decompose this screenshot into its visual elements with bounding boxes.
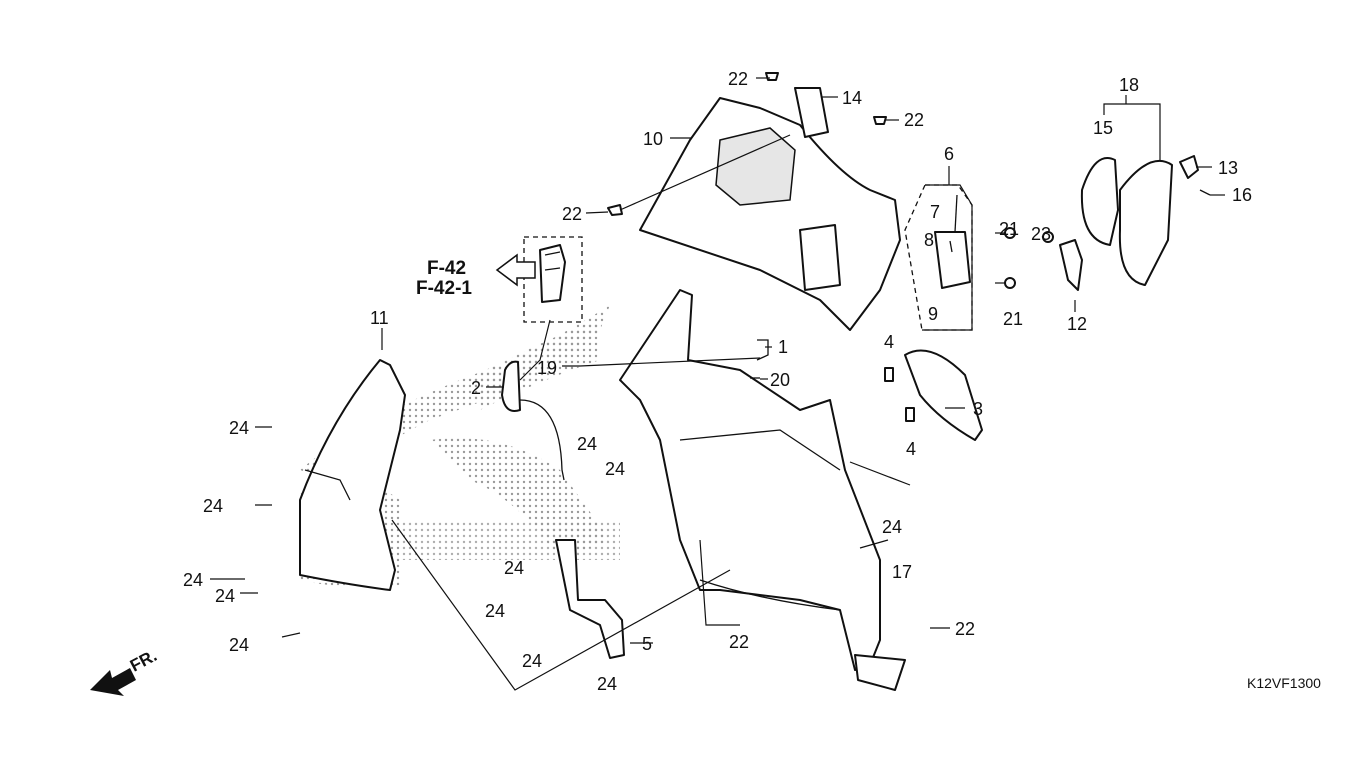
- callout-5[interactable]: 5: [642, 634, 652, 654]
- part-inner-upper-cover: [639, 87, 901, 331]
- callout-22-right[interactable]: 22: [904, 110, 924, 130]
- front-direction-arrow-icon: [90, 668, 136, 696]
- callout-9[interactable]: 9: [928, 304, 938, 324]
- callout-21-lower[interactable]: 21: [1003, 309, 1023, 329]
- callout-15[interactable]: 15: [1093, 118, 1113, 138]
- callout-24-e[interactable]: 24: [229, 635, 249, 655]
- reference-label-f42-1[interactable]: F-42-1: [416, 278, 472, 299]
- callout-24-c[interactable]: 24: [183, 570, 203, 590]
- part-inner-lower-panel: [619, 289, 906, 691]
- callout-4-upper[interactable]: 4: [884, 332, 894, 352]
- callout-21-upper[interactable]: 21: [999, 219, 1019, 239]
- part-5-bracket: [555, 539, 625, 659]
- callout-24-i[interactable]: 24: [504, 558, 524, 578]
- callout-19[interactable]: 19: [537, 358, 557, 378]
- reference-dashed-box: [523, 236, 583, 323]
- callout-22-top[interactable]: 22: [728, 69, 748, 89]
- callout-4-lower[interactable]: 4: [906, 439, 916, 459]
- callout-24-g[interactable]: 24: [605, 459, 625, 479]
- callout-11[interactable]: 11: [370, 308, 389, 328]
- reference-label-f42[interactable]: F-42: [427, 258, 466, 279]
- callout-23[interactable]: 23: [1031, 224, 1051, 244]
- callout-24-b[interactable]: 24: [203, 496, 223, 516]
- reference-arrow-icon: [495, 253, 536, 287]
- callout-16[interactable]: 16: [1232, 185, 1252, 205]
- leader-lines: [210, 77, 1225, 691]
- callout-numbers: 1 2 3 4 4 5 6 7 8 9 10 11 12 13 14 15 16…: [183, 69, 1252, 694]
- callout-10[interactable]: 10: [643, 129, 663, 149]
- reference-component: [539, 244, 566, 303]
- part-2-wire: [501, 360, 565, 481]
- callout-24-j[interactable]: 24: [485, 601, 505, 621]
- callout-24-k[interactable]: 24: [522, 651, 542, 671]
- callout-12[interactable]: 12: [1067, 314, 1087, 334]
- part-6-switch-assembly: [934, 194, 971, 289]
- callout-6[interactable]: 6: [944, 144, 954, 164]
- callout-18[interactable]: 18: [1119, 75, 1139, 95]
- callout-2[interactable]: 2: [471, 378, 481, 398]
- callout-24-a[interactable]: 24: [229, 418, 249, 438]
- callout-13[interactable]: 13: [1218, 158, 1238, 178]
- callout-14[interactable]: 14: [842, 88, 862, 108]
- callout-24-f[interactable]: 24: [577, 434, 597, 454]
- callout-24-d[interactable]: 24: [215, 586, 235, 606]
- diagram-code: K12VF1300: [1247, 675, 1321, 691]
- front-marker-label: FR.: [127, 646, 160, 676]
- callout-22-bottom-right[interactable]: 22: [955, 619, 975, 639]
- part-side-cover: [299, 359, 406, 591]
- callout-20[interactable]: 20: [770, 370, 790, 390]
- callout-24-h[interactable]: 24: [882, 517, 902, 537]
- callout-24-l[interactable]: 24: [597, 674, 617, 694]
- callout-3[interactable]: 3: [973, 399, 983, 419]
- part-6-dashed-frame: [904, 184, 973, 331]
- part-3-panel: [884, 349, 983, 441]
- callout-8[interactable]: 8: [924, 230, 934, 250]
- callout-7[interactable]: 7: [930, 202, 940, 222]
- part-15-18-cover: [1080, 157, 1173, 286]
- callout-22-bottom[interactable]: 22: [729, 632, 749, 652]
- callout-1[interactable]: 1: [778, 337, 788, 357]
- callout-17[interactable]: 17: [892, 562, 912, 582]
- callout-22-left[interactable]: 22: [562, 204, 582, 224]
